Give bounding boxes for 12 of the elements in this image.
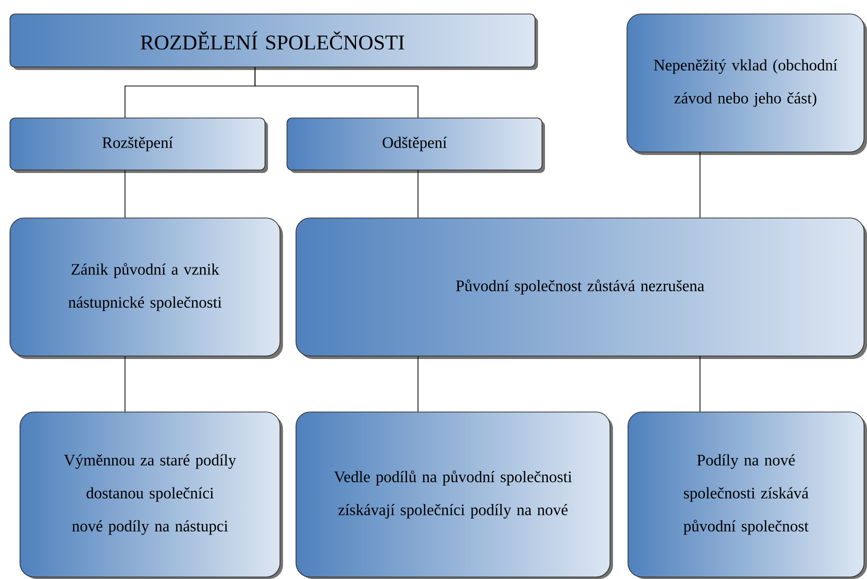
process-box: Původní společnost zůstává nezrušena — [296, 218, 867, 359]
process-box: Výměnnou za staré podíly dostanou společníci nové podíly na nástupci — [20, 412, 283, 579]
process-box: Podíly na nové společnosti získává původní společnost — [628, 412, 867, 579]
connector-line — [124, 356, 126, 412]
connector-line — [124, 170, 126, 218]
title-box: ROZDĚLENÍ SPOLEČNOSTI — [10, 14, 538, 70]
process-box: Nepeněžitý vklad (obchodní závod nebo jeho část) — [626, 14, 867, 155]
process-box: Zánik původní a vznik nástupnické společnosti — [10, 218, 283, 359]
process-box: Vedle podílů na původní společnosti získávají společníci podíly na nové — [296, 412, 613, 579]
connector-line — [254, 67, 418, 118]
process-box: Odštěpení — [286, 118, 545, 173]
process-box: Rozštěpení — [10, 118, 268, 173]
